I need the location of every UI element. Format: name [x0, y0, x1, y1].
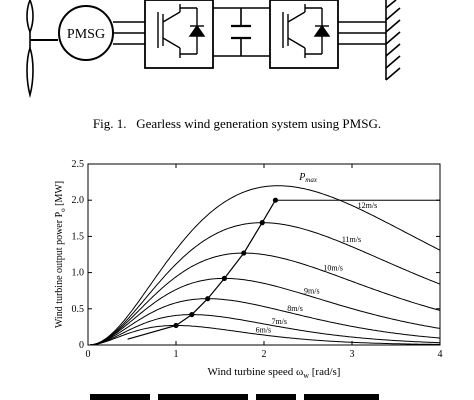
y-tick-label: 1.0 [72, 268, 85, 279]
x-tick-label: 2 [262, 349, 267, 360]
dc-capacitor-icon [231, 24, 251, 40]
y-tick-label: 2.5 [72, 159, 85, 170]
y-tick-label: 1.5 [72, 231, 85, 242]
curve-label-9ms: 9m/s [304, 286, 320, 295]
optimal-point [241, 250, 247, 256]
figure-1-caption: Fig. 1. Gearless wind generation system … [0, 116, 474, 132]
power-curve-8ms [88, 298, 441, 346]
y-axis-label: Wind turbine output power Po [MW] [54, 181, 67, 328]
pmax-label: Pmax [298, 172, 318, 184]
y-tick-label: 0.5 [72, 304, 85, 315]
power-curve-6ms [88, 325, 440, 346]
optimal-point [221, 275, 227, 281]
x-tick-label: 4 [438, 349, 443, 360]
optimal-point [259, 220, 265, 226]
x-tick-label: 3 [350, 349, 355, 360]
pmsg-system-diagram: PMSG [26, 0, 401, 99]
chart-labels: 6m/s7m/s8m/s9m/s 10m/s 11m/s 12m/s Pmax [256, 172, 378, 335]
curve-label-12ms: 12m/s [358, 201, 378, 210]
igbt-icon [157, 4, 206, 58]
power-curve-10ms [88, 252, 441, 346]
power-curve-12ms [88, 185, 441, 346]
wind-turbine-icon [26, 0, 58, 99]
y-tick-label: 2.0 [72, 195, 85, 206]
x-tick-label: 1 [174, 349, 179, 360]
figure-1-text: Gearless wind generation system using PM… [136, 116, 382, 131]
generator-label: PMSG [67, 27, 105, 42]
figure-2-caption-cutoff [90, 394, 379, 400]
curve-label-6ms: 6m/s [256, 325, 272, 334]
x-axis-label: Wind turbine speed ωw [rad/s] [208, 366, 341, 380]
igbt-icon [282, 4, 331, 58]
y-tick-label: 0 [79, 340, 84, 351]
chart-optimal-points [127, 197, 279, 340]
power-curve-7ms [88, 314, 441, 346]
curve-label-8ms: 8m/s [287, 304, 303, 313]
power-curve-9ms [88, 277, 441, 346]
grid-icon [385, 0, 401, 81]
figure-1-number: Fig. 1. [92, 116, 127, 131]
x-tick-label: 0 [86, 349, 91, 360]
curve-label-7ms: 7m/s [271, 317, 287, 326]
curve-label-10ms: 10m/s [323, 263, 343, 272]
curve-label-11ms: 11m/s [342, 235, 361, 244]
chart-curves [88, 185, 441, 346]
optimal-point [205, 296, 211, 302]
mppt-curve [127, 199, 276, 340]
optimal-point [189, 311, 195, 318]
optimal-point [272, 197, 279, 203]
optimal-point [173, 322, 179, 329]
